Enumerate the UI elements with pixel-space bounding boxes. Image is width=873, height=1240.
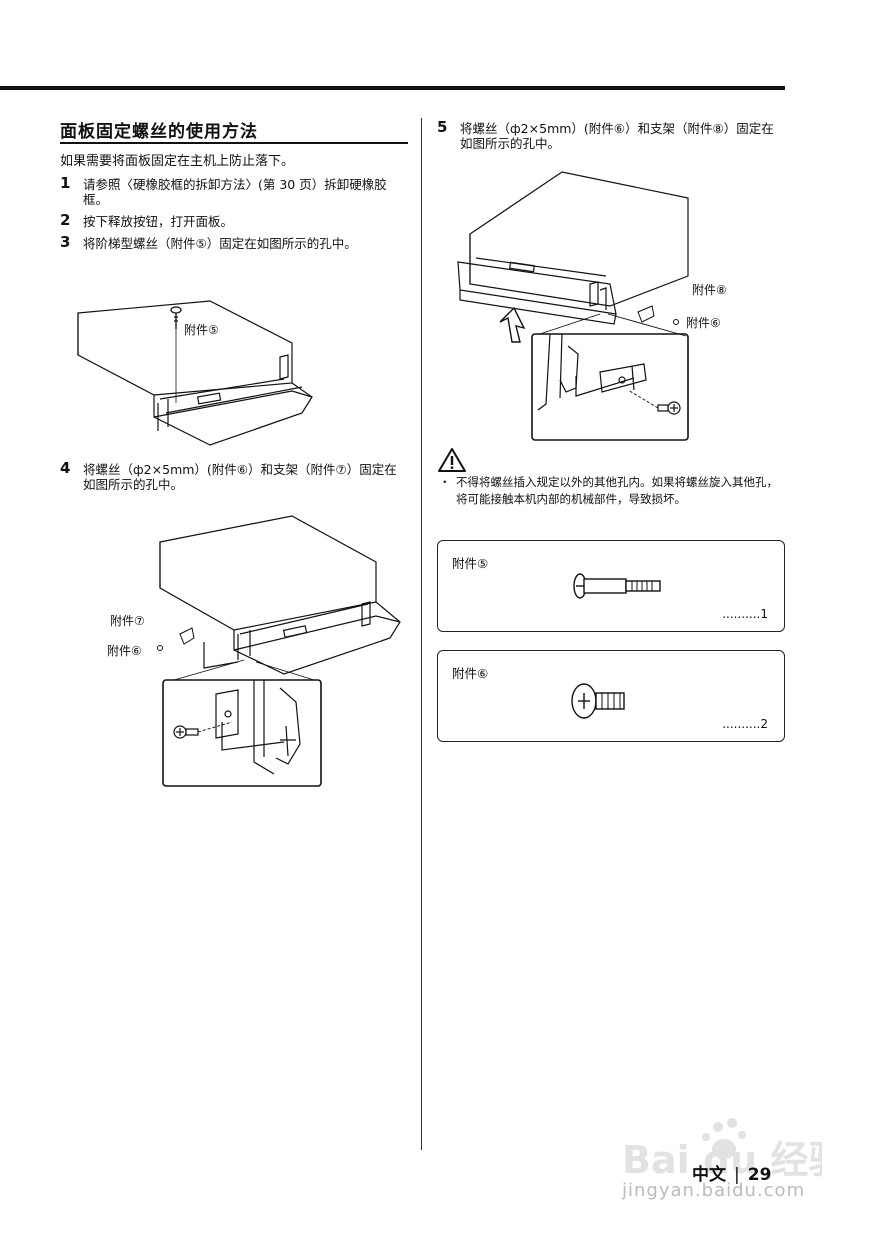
part-box-accessory-5: 附件⑤ ..........1 xyxy=(437,540,785,632)
part-quantity: ..........2 xyxy=(722,717,768,731)
part-name: 附件⑥ xyxy=(452,666,489,681)
step-1: 1 请参照〈硬橡胶框的拆卸方法〉(第 30 页）拆卸硬橡胶框。 xyxy=(60,174,408,208)
unit-illustration-4 xyxy=(157,515,401,787)
baidu-watermark-logo: Bai du 经验 xyxy=(622,1115,846,1189)
unit-illustration-3 xyxy=(77,300,313,446)
part-box-accessory-6: 附件⑥ ..........2 xyxy=(437,650,785,742)
page-number: 29 xyxy=(747,1165,772,1185)
warning-triangle-icon xyxy=(437,447,467,477)
step-3: 3 将阶梯型螺丝（附件⑤）固定在如图所示的孔中。 xyxy=(60,233,408,252)
figure-step-4: 附件⑦ 附件⑥ xyxy=(104,512,404,792)
step-2: 2 按下释放按钮，打开面板。 xyxy=(60,211,408,230)
warning-text: 不得将螺丝插入规定以外的其他孔内。如果将螺丝旋入其他孔，将可能接触本机内部的机械… xyxy=(456,475,778,506)
stepped-screw-icon xyxy=(573,573,661,599)
figure-step-3: 附件⑤ xyxy=(70,295,330,455)
step-number: 2 xyxy=(60,211,71,229)
intro-text: 如果需要将面板固定在主机上防止落下。 xyxy=(60,154,295,169)
top-rule xyxy=(0,86,785,90)
heading-rule xyxy=(60,142,408,144)
unit-illustration-5 xyxy=(457,171,689,441)
step-4: 4 将螺丝（ф2×5mm）(附件⑥）和支架（附件⑦）固定在如图所示的孔中。 xyxy=(60,459,408,493)
warning-note: ・ 不得将螺丝插入规定以外的其他孔内。如果将螺丝旋入其他孔，将可能接触本机内部的… xyxy=(439,474,789,508)
bullet: ・ xyxy=(439,475,451,489)
step-5: 5 将螺丝（ф2×5mm）(附件⑥）和支架（附件⑧）固定在如图所示的孔中。 xyxy=(437,118,785,152)
step-number: 1 xyxy=(60,174,71,192)
figure-label: 附件⑥ xyxy=(107,644,142,658)
figure-label: 附件⑥ xyxy=(686,316,721,330)
watermark-url: jingyan.baidu.com xyxy=(622,1180,806,1201)
part-name: 附件⑤ xyxy=(452,556,489,571)
step-text: 请参照〈硬橡胶框的拆卸方法〉(第 30 页）拆卸硬橡胶框。 xyxy=(83,177,387,207)
footer-separator: | xyxy=(734,1165,740,1185)
footer-language: 中文 xyxy=(692,1165,726,1185)
column-divider xyxy=(421,118,422,1150)
section-heading: 面板固定螺丝的使用方法 xyxy=(60,122,258,142)
step-number: 5 xyxy=(437,118,448,136)
figure-label: 附件⑧ xyxy=(692,283,727,297)
watermark-logo-text: Bai du 经验 xyxy=(622,1138,822,1182)
part-quantity: ..........1 xyxy=(722,607,768,621)
step-text: 将螺丝（ф2×5mm）(附件⑥）和支架（附件⑦）固定在如图所示的孔中。 xyxy=(83,462,397,492)
step-text: 按下释放按钮，打开面板。 xyxy=(83,214,234,229)
figure-step-5: 附件⑧ 附件⑥ xyxy=(450,166,770,446)
figure-label: 附件⑤ xyxy=(184,323,219,337)
step-text: 将螺丝（ф2×5mm）(附件⑥）和支架（附件⑧）固定在如图所示的孔中。 xyxy=(460,121,774,151)
page-footer: 中文 | 29 xyxy=(692,1160,771,1185)
step-number: 3 xyxy=(60,233,71,251)
step-text: 将阶梯型螺丝（附件⑤）固定在如图所示的孔中。 xyxy=(83,236,357,251)
figure-label: 附件⑦ xyxy=(110,614,145,628)
screw-icon xyxy=(571,683,625,719)
step-number: 4 xyxy=(60,459,71,477)
